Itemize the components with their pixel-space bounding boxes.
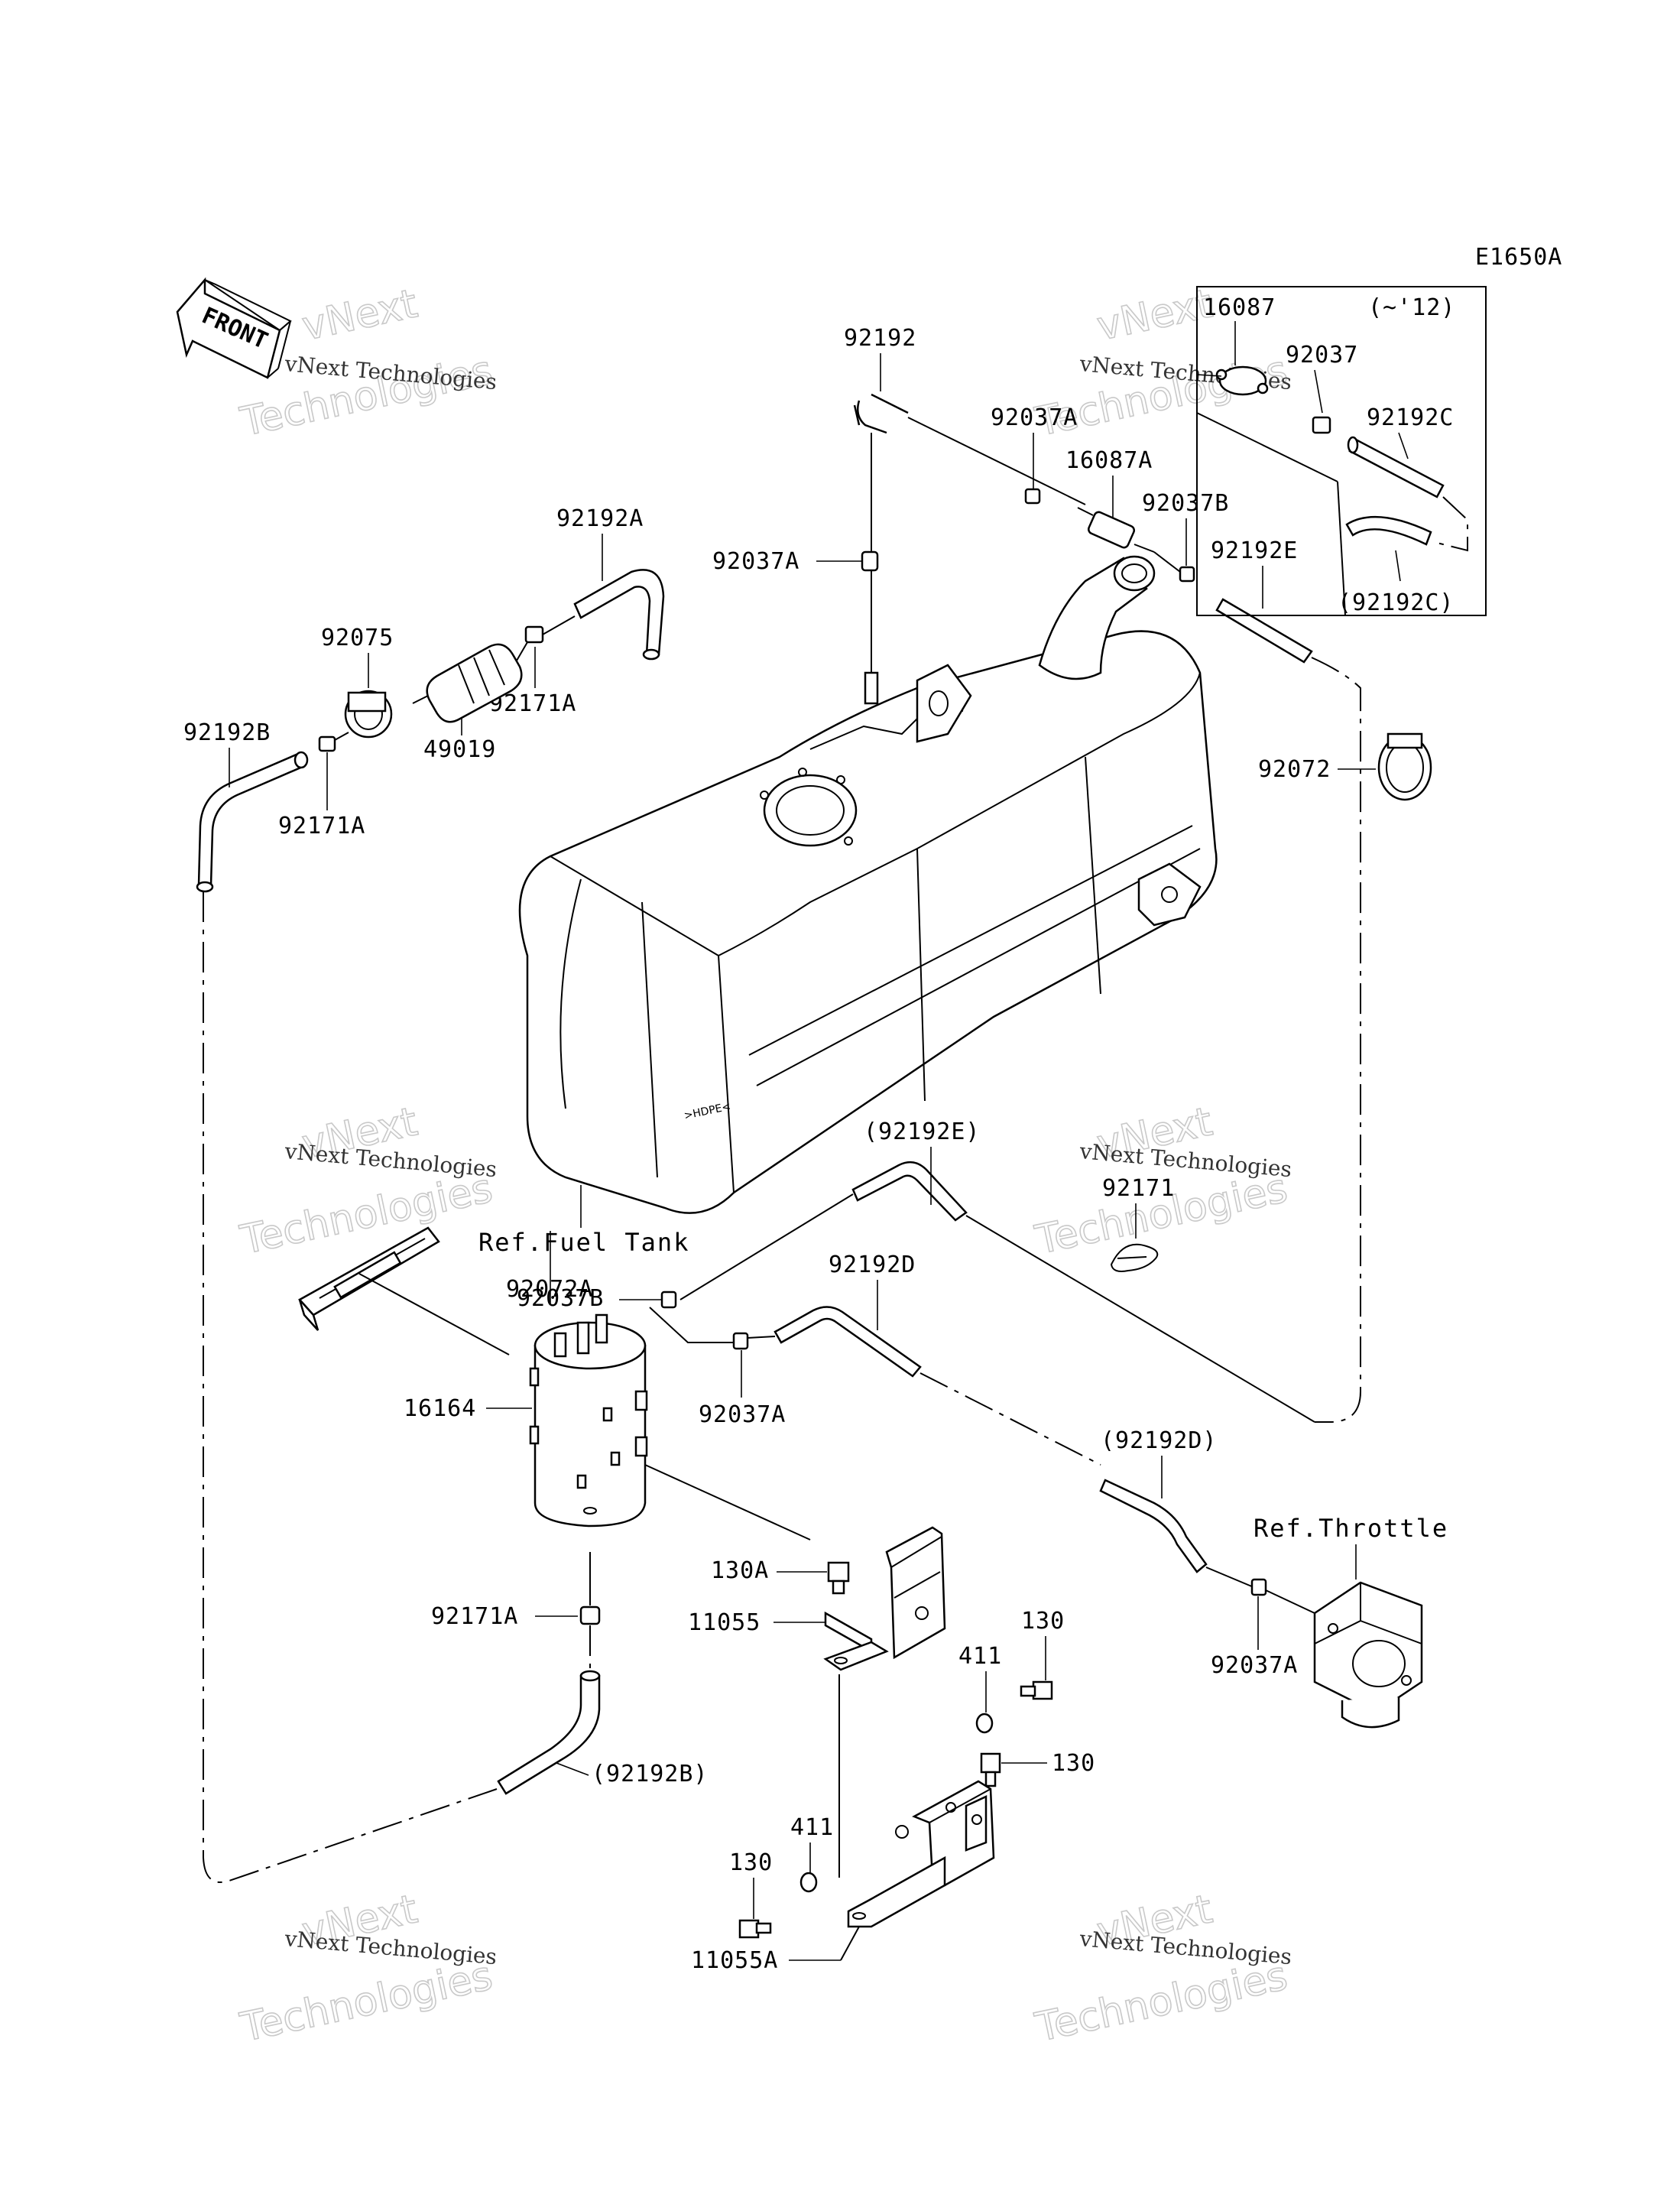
watermark-big-technologies: Technologies: [236, 1166, 496, 1264]
label-92192E: 92192E: [1211, 537, 1298, 564]
watermark-big-vnext: vNext: [298, 281, 421, 349]
bracket-11055: [823, 1526, 946, 1671]
clamp-92037B-mid: [660, 1291, 677, 1309]
clamp-92037A-right: [1250, 1578, 1267, 1596]
label-92192B: 92192B: [183, 719, 271, 746]
label-130-b: 130: [1052, 1750, 1095, 1777]
label-130-a: 130: [1021, 1608, 1065, 1635]
label-49019: 49019: [423, 736, 496, 763]
label-16087A: 16087A: [1065, 447, 1153, 474]
label-92192C: 92192C: [1367, 404, 1454, 431]
label-92192D: 92192D: [829, 1252, 916, 1278]
washer-411-b: [799, 1872, 818, 1893]
label-11055: 11055: [688, 1609, 761, 1636]
label-92075: 92075: [321, 625, 394, 651]
label-92037A-left: 92037A: [712, 548, 799, 575]
label-92171: 92171: [1102, 1175, 1175, 1202]
hose-92192: [857, 393, 909, 434]
hose-92192B-lower: [497, 1674, 601, 1795]
label-92072: 92072: [1258, 756, 1331, 783]
clamp-92037A-mid: [732, 1332, 749, 1350]
clamp-92171A-mid: [318, 735, 336, 752]
label-92037A-mid: 92037A: [699, 1401, 786, 1428]
label-92037B-mid: 92037B: [517, 1285, 604, 1312]
front-arrow-icon: FRONT: [176, 277, 292, 379]
bracket-11055A: [847, 1780, 995, 1928]
label-92192: 92192: [844, 325, 916, 352]
label-411-b: 411: [790, 1814, 834, 1841]
bolt-130-a: [1020, 1680, 1053, 1700]
ref-throttle: Ref.Throttle: [1254, 1514, 1448, 1543]
label-16087: 16087: [1203, 294, 1276, 321]
bolt-130A: [827, 1561, 850, 1595]
clamp-92037B: [1179, 566, 1195, 583]
label-92037B-top: 92037B: [1142, 490, 1229, 517]
watermark-mid-left: vNext Technologies vNext Technologies: [235, 1099, 498, 1265]
ref-fuel-tank: Ref.Fuel Tank: [478, 1228, 689, 1257]
label-92037A-top: 92037A: [991, 404, 1078, 431]
clamp-92072: [1377, 732, 1432, 801]
hose-92192D-lower: [1099, 1479, 1208, 1573]
label-92171A-low: 92171A: [431, 1603, 518, 1630]
bracket-92072A: [298, 1226, 440, 1331]
clip-92171: [1110, 1243, 1159, 1272]
valve-16087A: [1077, 507, 1155, 553]
label-411-a: 411: [958, 1643, 1002, 1670]
label-92192A: 92192A: [556, 505, 644, 532]
hose-92192D: [774, 1306, 922, 1378]
fuel-tank: >HDPE<: [518, 555, 1218, 1214]
clamp-92037A-left: [861, 550, 879, 572]
clamp-92171A-top: [524, 625, 544, 644]
label-92192E-paren: (92192E): [864, 1118, 981, 1145]
hose-92192A: [573, 569, 665, 656]
clamp-92171A-low: [579, 1605, 601, 1625]
label-92192B-paren: (92192B): [592, 1761, 709, 1787]
watermark-bottom-left: vNext Technologies vNext Technologies: [235, 1886, 498, 2052]
label-92192D-paren: (92192D): [1101, 1427, 1218, 1454]
hose-92192E: [1215, 598, 1313, 664]
watermark-big-technologies: Technologies: [1031, 1953, 1291, 2051]
label-130-c: 130: [729, 1849, 773, 1876]
inset-note: (~'12): [1368, 294, 1455, 321]
watermark-big-vnext: vNext: [1093, 281, 1216, 349]
label-92037A-right: 92037A: [1211, 1652, 1298, 1679]
washer-411-a: [975, 1713, 994, 1734]
inset-box: 16087 (~'12) 92037 92192C (92192C): [1196, 286, 1487, 616]
watermark-top-left: vNext Technologies vNext Technologies: [235, 281, 498, 446]
label-92037: 92037: [1286, 342, 1358, 368]
label-92192C-paren: (92192C): [1338, 589, 1455, 616]
hose-92192E-lower: [851, 1161, 968, 1222]
label-16164: 16164: [404, 1395, 476, 1422]
label-92171A-mid: 92171A: [278, 813, 365, 839]
watermark-bottom-right: vNext Technologies vNext Technologies: [1030, 1886, 1292, 2052]
clamp-92075: [344, 690, 393, 739]
bolt-130-c: [738, 1919, 772, 1939]
fuel-filter-49019: [412, 641, 528, 723]
label-130A: 130A: [711, 1557, 769, 1584]
canister-16164: [529, 1313, 648, 1528]
label-92072A: 92072A: [506, 1276, 593, 1303]
throttle-body: [1313, 1581, 1423, 1729]
watermark-big-technologies: Technologies: [236, 1953, 496, 2051]
clamp-92037A: [1024, 488, 1041, 505]
diagram-code: E1650A: [1475, 244, 1562, 271]
label-11055A: 11055A: [691, 1947, 778, 1974]
bolt-130-b: [980, 1752, 1001, 1787]
